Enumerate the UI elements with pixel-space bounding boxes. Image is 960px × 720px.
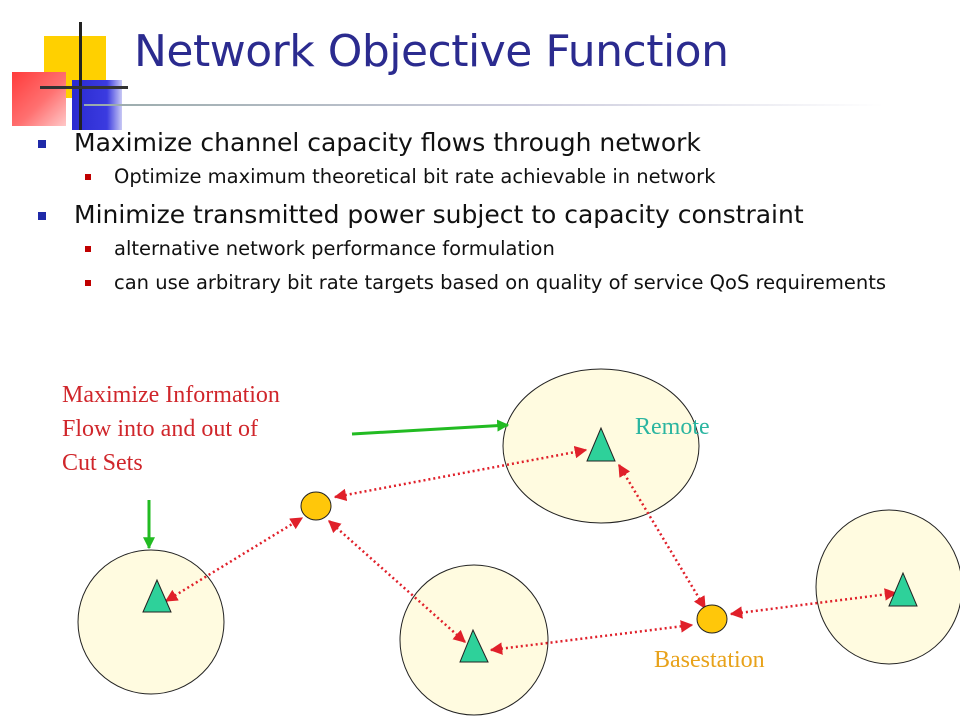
remote-node-triangle <box>142 578 172 613</box>
link-arrow <box>164 516 304 603</box>
sub-bullet-item: Optimize maximum theoretical bit rate ac… <box>85 164 936 190</box>
sub-bullet-marker <box>85 280 91 286</box>
bullet-list: Maximize channel capacity flows through … <box>36 126 936 304</box>
pointer-arrow <box>351 419 510 436</box>
annotation-line: Cut Sets <box>62 450 143 476</box>
bullet-item: Minimize transmitted power subject to ca… <box>36 198 936 232</box>
sub-bullet-item: can use arbitrary bit rate targets based… <box>85 270 936 296</box>
basestation-node <box>300 491 332 521</box>
remote-node-triangle <box>459 628 489 663</box>
link-arrow <box>328 520 466 643</box>
bullet-text: Minimize transmitted power subject to ca… <box>74 200 804 229</box>
decorative-horizontal-line <box>40 86 128 89</box>
sub-bullet-marker <box>85 174 91 180</box>
basestation-label: Basestation <box>654 647 765 673</box>
coverage-cell <box>815 509 960 665</box>
basestation-node <box>696 604 728 634</box>
cut-set-annotation: Maximize Information Flow into and out o… <box>62 378 362 480</box>
annotation-line: Maximize Information <box>62 382 280 408</box>
slide-title: Network Objective Function <box>134 26 729 77</box>
coverage-cell <box>77 549 225 695</box>
remote-label: Remote <box>635 414 710 440</box>
link-arrow <box>489 620 694 655</box>
sub-bullet-text: Optimize maximum theoretical bit rate ac… <box>114 165 716 188</box>
bullet-item: Maximize channel capacity flows through … <box>36 126 936 160</box>
decorative-vertical-line <box>79 22 82 130</box>
bullet-text: Maximize channel capacity flows through … <box>74 128 701 157</box>
sub-bullet-text: alternative network performance formulat… <box>114 237 555 260</box>
remote-node-triangle <box>586 426 616 462</box>
decorative-red-square <box>12 72 66 126</box>
title-underline <box>84 104 884 106</box>
sub-bullet-item: alternative network performance formulat… <box>85 236 936 262</box>
annotation-line: Flow into and out of <box>62 416 258 442</box>
bullet-marker <box>38 212 46 220</box>
sub-bullet-text: can use arbitrary bit rate targets based… <box>114 271 887 294</box>
sub-bullet-marker <box>85 246 91 252</box>
remote-node-triangle <box>888 571 918 607</box>
bullet-marker <box>38 140 46 148</box>
